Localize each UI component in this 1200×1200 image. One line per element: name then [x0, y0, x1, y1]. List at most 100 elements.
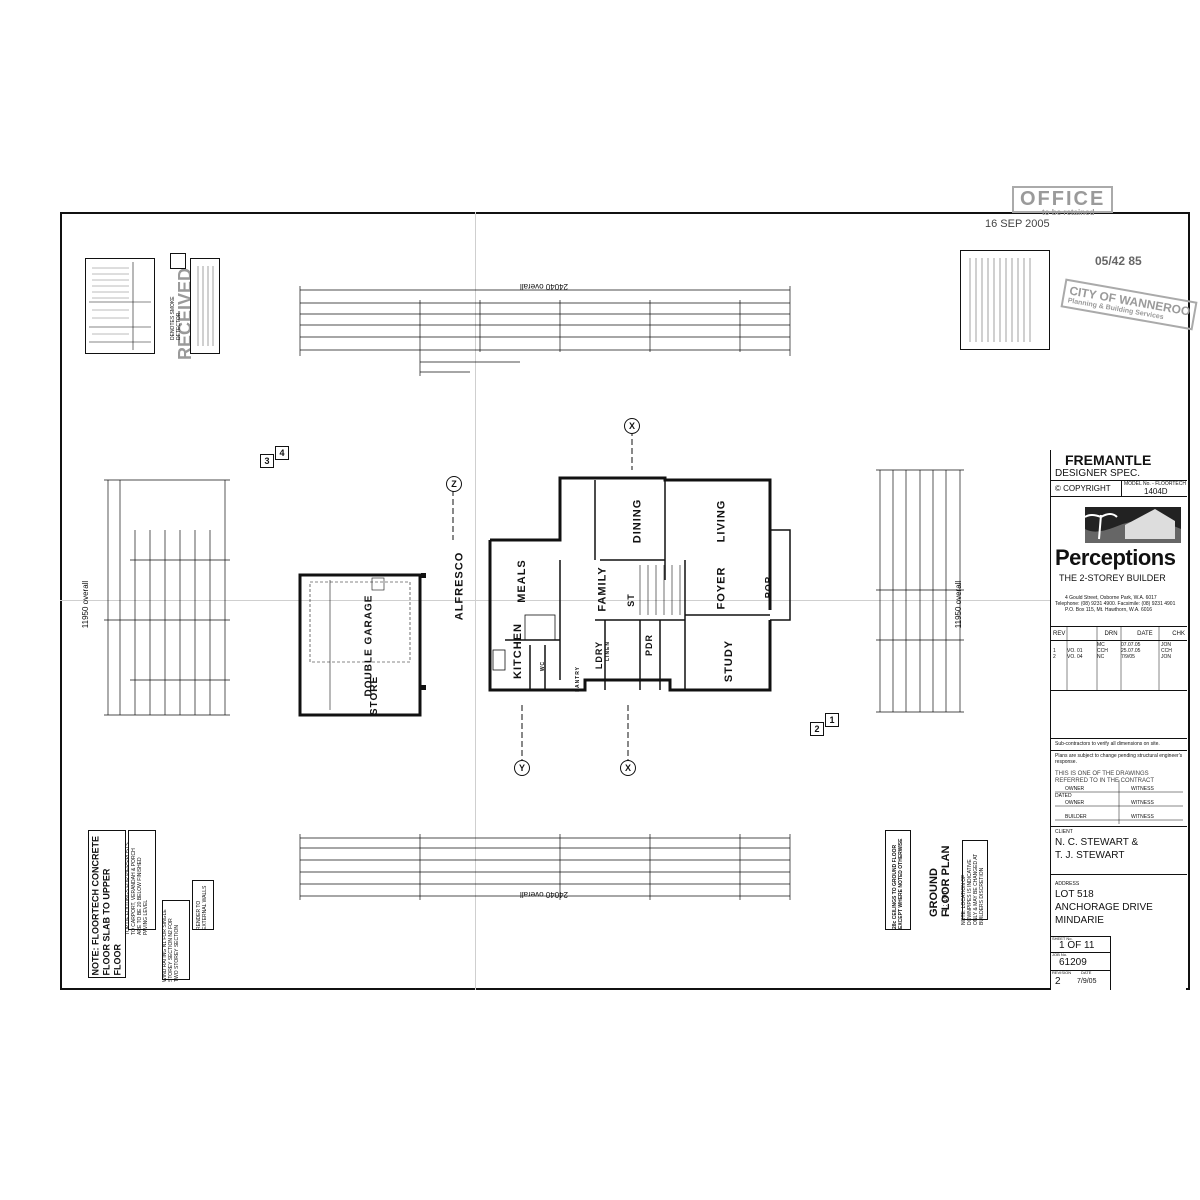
area-table-lines — [89, 262, 151, 350]
job-number: 61209 — [1059, 957, 1087, 968]
rev-header-date: DATE — [1137, 631, 1153, 637]
dated-label: DATED — [1055, 793, 1072, 799]
section-marker-3: 3 — [260, 454, 274, 468]
room-living: LIVING — [715, 499, 728, 543]
kitchen-island — [524, 614, 556, 641]
revisions-header: REV DRN DATE CHK — [1053, 631, 1185, 638]
copyright-label: © COPYRIGHT — [1055, 484, 1111, 493]
grid-marker-x-bottom: X — [620, 760, 636, 776]
top-left-note — [190, 258, 220, 354]
address-line-1: LOT 518 — [1055, 889, 1094, 900]
company-tagline: THE 2-STOREY BUILDER — [1059, 573, 1166, 583]
signature-block: OWNER WITNESS OWNER WITNESS BUILDER WITN… — [1051, 780, 1187, 824]
room-laundry: LDRY — [594, 640, 605, 670]
verify-note: Sub-contractors to verify all dimensions… — [1055, 741, 1160, 747]
site-area-table — [85, 258, 155, 354]
top-overall-dimension: 24040 overall — [520, 282, 569, 291]
room-meals: MEALS — [515, 559, 528, 603]
revision-number: 2 — [1055, 976, 1061, 987]
builder-label: BUILDER — [1065, 814, 1087, 820]
office-stamp-sub: to be retained — [1042, 208, 1095, 217]
fold-line-horizontal — [60, 600, 1050, 601]
company-name: Perceptions — [1055, 545, 1176, 570]
smoke-detector-symbol — [170, 253, 186, 269]
company-phone: Telephone: (08) 9231 4900. Facsimile: (0… — [1055, 601, 1176, 607]
right-overall-dimension: 11950 overall — [954, 580, 964, 629]
section-marker-4: 4 — [275, 446, 289, 460]
signature-lines — [1055, 780, 1183, 824]
drawing-sheet-border — [60, 212, 1190, 990]
witness-label-2: WITNESS — [1131, 800, 1154, 806]
room-alfresco: ALFRESCO — [453, 551, 466, 621]
grid-marker-z: Z — [446, 476, 462, 492]
contract-note: THIS IS ONE OF THE DRAWINGS REFERRED TO … — [1055, 771, 1155, 784]
company-logo-graphic — [1084, 507, 1181, 543]
alfresco-posts — [421, 573, 426, 690]
left-dimension-chains — [104, 479, 230, 716]
footing-note: TOP OF FOOTINGS FOR PIERS/POSTS TO CARPO… — [125, 842, 149, 935]
revisions-blank-space — [1051, 690, 1187, 738]
subject-note: Plans are subject to change pending stru… — [1055, 753, 1183, 765]
revision-label: REVISION — [1052, 970, 1072, 975]
design-name: FREMANTLE — [1065, 452, 1152, 468]
rev-header-rev: REV — [1053, 631, 1066, 637]
address-line-2: ANCHORAGE DRIVE — [1055, 902, 1153, 913]
top-left-note-lines — [197, 266, 214, 346]
room-kitchen: KITCHEN — [511, 623, 524, 679]
section-lines — [452, 430, 633, 760]
ceilings-note: 28c CEILINGS TO GROUND FLOOR EXCEPT WHER… — [892, 838, 904, 929]
section-marker-2: 2 — [810, 722, 824, 736]
model-number: 1404D — [1144, 487, 1168, 496]
bottom-dimension-chains — [299, 834, 791, 900]
bottom-overall-dimension: 24040 overall — [520, 890, 569, 899]
downpipe-note: NOTE: LOCATION OF DOWNPIPES IS INDICATIV… — [961, 853, 985, 925]
job-label: JOB No. — [1052, 952, 1068, 957]
right-dimension-chains — [876, 469, 964, 713]
wind-note-box: WIND RATING N1 FOR SINGLE STOREY SECTION… — [162, 900, 190, 982]
address-label: ADDRESS — [1055, 881, 1080, 887]
room-powder: PDR — [644, 633, 655, 657]
sheet-label: SHEET No. — [1052, 936, 1073, 941]
garage-interior — [309, 577, 411, 710]
kitchen-sink — [492, 649, 506, 671]
title-block: FREMANTLE DESIGNER SPEC. © COPYRIGHT MOD… — [1050, 450, 1187, 990]
room-foyer: FOYER — [715, 566, 728, 610]
owner-label-2: OWNER — [1065, 800, 1085, 806]
room-dining: DINING — [631, 498, 644, 544]
company-address: 4 Gould Street, Osborne Park, W.A. 6017 — [1065, 595, 1157, 601]
client-name-2: T. J. STEWART — [1055, 850, 1125, 861]
room-store-small: ST — [625, 593, 636, 607]
client-name-1: N. C. STEWART & — [1055, 837, 1139, 848]
room-wc: WC — [540, 660, 547, 672]
porch-outline — [770, 529, 791, 621]
internal-walls — [505, 480, 770, 690]
plan-scale: 1 : 100 — [942, 890, 950, 913]
received-date-stamp: 16 SEP 2005 — [985, 218, 1050, 230]
file-number-stamp: 05/42 85 — [1095, 254, 1142, 268]
grid-marker-x-top: X — [624, 418, 640, 434]
revision-date: 7/9/05 — [1077, 978, 1097, 985]
witness-label-1: WITNESS — [1131, 786, 1154, 792]
date-label: DATE — [1081, 970, 1092, 975]
rev-header-drn: DRN — [1104, 631, 1118, 637]
grid-marker-y: Y — [514, 760, 530, 776]
floor-plan-drawing — [104, 286, 964, 900]
room-linen: LINEN — [605, 641, 611, 661]
office-stamp: OFFICE — [1012, 186, 1114, 213]
staircase — [639, 565, 681, 615]
render-note-box: RENDER TO EXTERNAL WALLS — [192, 880, 214, 930]
design-spec: DESIGNER SPEC. — [1055, 468, 1141, 479]
room-store: STORE — [369, 675, 381, 716]
owner-label-1: OWNER — [1065, 786, 1085, 792]
section-marker-1: 1 — [825, 713, 839, 727]
room-study: STUDY — [723, 639, 736, 683]
render-note: RENDER TO EXTERNAL WALLS — [196, 885, 208, 930]
witness-label-3: WITNESS — [1131, 814, 1154, 820]
ceilings-note-box: 28c CEILINGS TO GROUND FLOOR EXCEPT WHER… — [885, 830, 911, 930]
room-family: FAMILY — [596, 566, 609, 612]
